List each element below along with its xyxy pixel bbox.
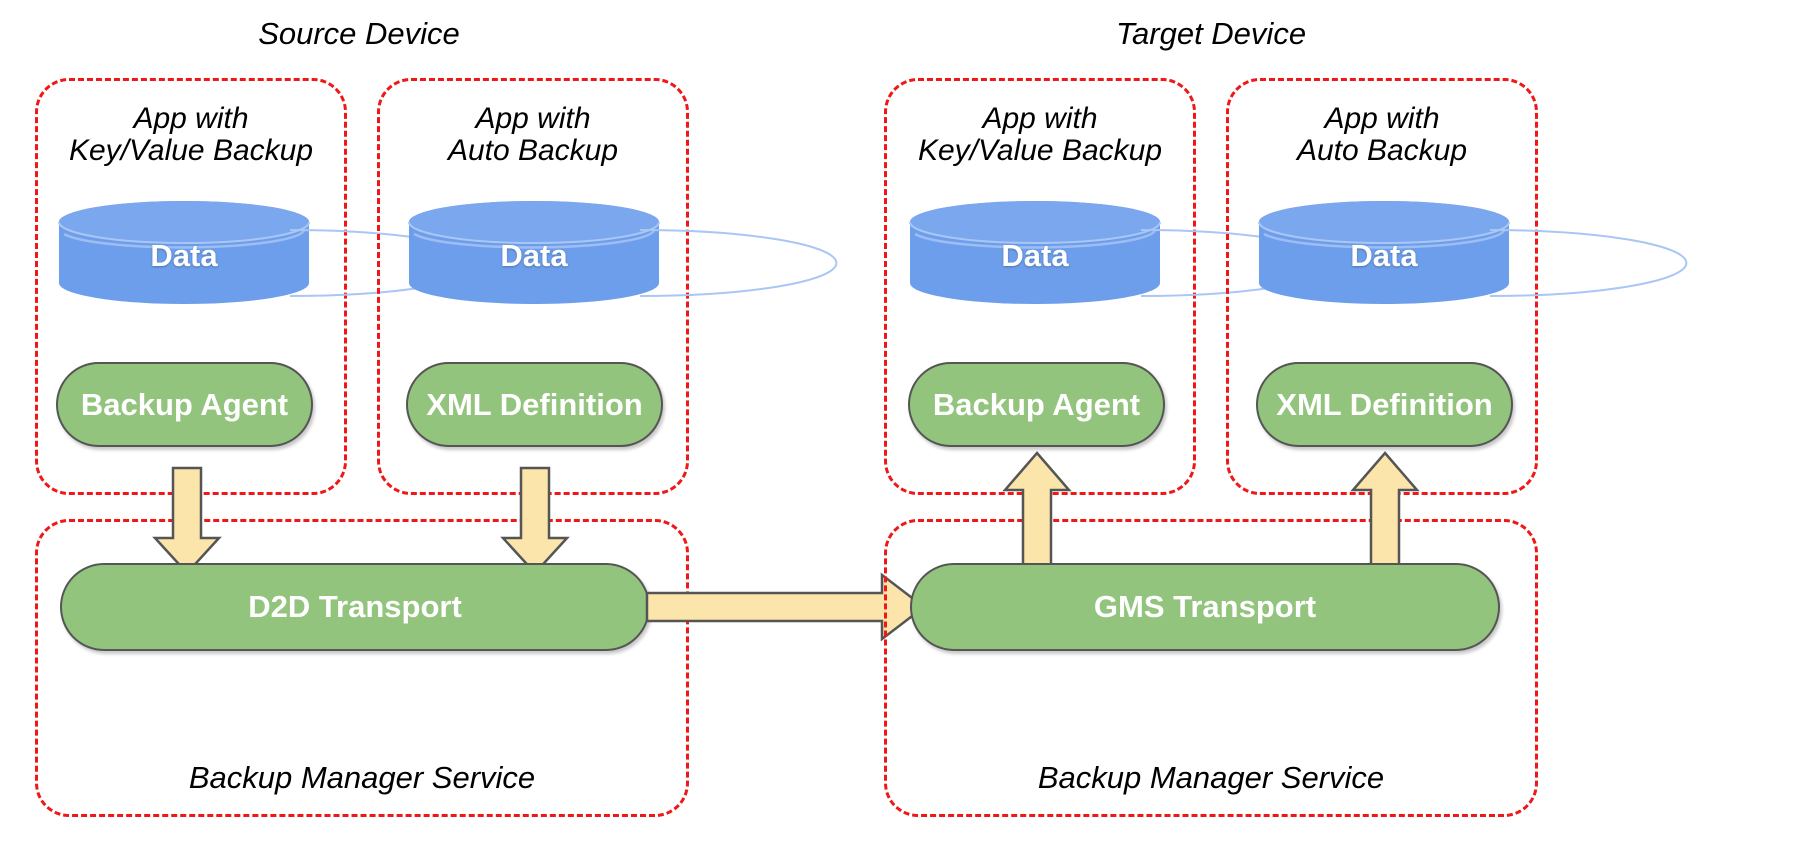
- source-device-title: Source Device: [258, 16, 460, 51]
- app-container-target-kv: App with Key/Value Backup: [884, 78, 1196, 495]
- service-container-target: Backup Manager Service: [884, 519, 1538, 817]
- component-backup-agent-source[interactable]: Backup Agent: [56, 362, 313, 447]
- arrow-up-icon-target-kv: [1002, 450, 1072, 570]
- database-cylinder-target-kv: Data: [909, 200, 1339, 305]
- arrow-down-icon-source-auto: [500, 466, 570, 576]
- app-container-source-auto: App with Auto Backup: [377, 78, 689, 495]
- service-label-source: Backup Manager Service: [188, 760, 536, 795]
- app-label-source-kv: App with Key/Value Backup: [68, 102, 314, 167]
- transport-gms[interactable]: GMS Transport: [910, 563, 1500, 651]
- database-cylinder-source-kv: Data: [58, 200, 488, 305]
- arrow-down-icon-source-kv: [152, 466, 222, 576]
- database-cylinder-source-auto: Data: [408, 200, 838, 305]
- component-xml-definition-target[interactable]: XML Definition: [1256, 362, 1513, 447]
- app-label-source-auto: App with Auto Backup: [447, 102, 619, 167]
- target-device-title: Target Device: [1115, 16, 1307, 51]
- database-cylinder-target-auto: Data: [1258, 200, 1688, 305]
- component-xml-definition-source[interactable]: XML Definition: [406, 362, 663, 447]
- arrow-right-icon-d2d-to-gms: [645, 572, 927, 642]
- arrow-up-icon-target-auto: [1350, 450, 1420, 570]
- app-label-target-auto: App with Auto Backup: [1296, 102, 1468, 167]
- component-backup-agent-target[interactable]: Backup Agent: [908, 362, 1165, 447]
- transport-d2d[interactable]: D2D Transport: [60, 563, 650, 651]
- app-label-target-kv: App with Key/Value Backup: [917, 102, 1163, 167]
- service-container-source: Backup Manager Service: [35, 519, 689, 817]
- service-label-target: Backup Manager Service: [1037, 760, 1385, 795]
